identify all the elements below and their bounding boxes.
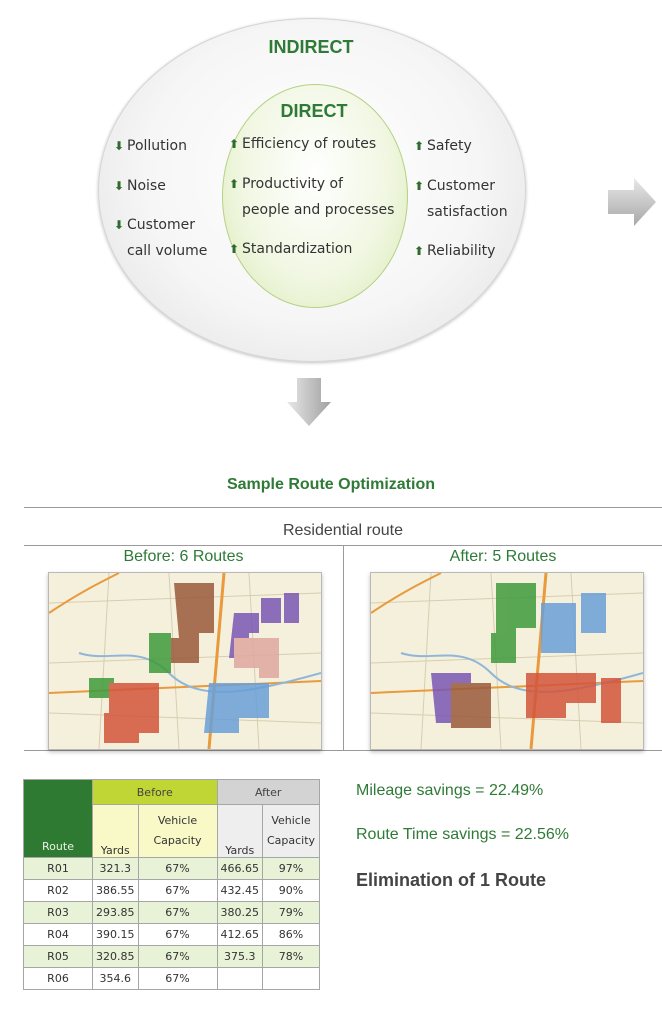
table-cell-b-cap: 67% (137, 923, 218, 946)
table-cell-b-cap: 67% (137, 901, 218, 924)
arrow-right-icon (608, 178, 656, 226)
before-yards-header: Yards (92, 804, 139, 858)
table-cell-a-yards: 412.65 (216, 923, 263, 946)
table-cell-route: R01 (23, 857, 93, 880)
table-cell-b-yards: 293.85 (92, 901, 139, 924)
item-label: Standardization (242, 241, 353, 257)
right-item: ⬆Customer satisfaction (414, 173, 508, 225)
table-cell-a-cap: 86% (262, 923, 320, 946)
arrow-down-icon: ⬇ (114, 139, 125, 153)
route-comparison-table: Route Before After Yards Vehicle Capacit… (23, 779, 320, 990)
before-group-header: Before (92, 779, 218, 805)
arrow-down-icon: ⬇ (114, 218, 125, 232)
item-label: Efficiency of routes (242, 136, 377, 152)
table-cell-a-cap (262, 967, 320, 990)
divider-top (24, 507, 662, 508)
arrow-down-icon: ⬇ (114, 179, 125, 193)
direct-heading: DIRECT (280, 101, 348, 121)
arrow-down-icon (287, 378, 331, 426)
table-cell-a-cap: 79% (262, 901, 320, 924)
divider-middle (24, 545, 662, 546)
table-cell-route: R05 (23, 945, 93, 968)
item-label: Reliability (427, 243, 496, 259)
table-cell-a-cap: 97% (262, 857, 320, 880)
table-cell-b-cap: 67% (137, 857, 218, 880)
table-cell-a-yards: 466.65 (216, 857, 263, 880)
table-cell-a-cap: 90% (262, 879, 320, 902)
table-cell-route: R06 (23, 967, 93, 990)
left-item: ⬇Noise (114, 173, 166, 199)
table-cell-b-yards: 354.6 (92, 967, 139, 990)
arrow-up-icon: ⬆ (229, 137, 240, 151)
route-elimination: Elimination of 1 Route (356, 870, 547, 890)
center-item: ⬆Efficiency of routes (229, 131, 376, 157)
route-time-savings: Route Time savings = 22.56% (356, 826, 570, 843)
item-label: Noise (127, 178, 166, 194)
mileage-savings: Mileage savings = 22.49% (356, 782, 544, 799)
divider-vertical (343, 546, 344, 750)
arrow-up-icon: ⬆ (229, 242, 240, 256)
table-cell-route: R03 (23, 901, 93, 924)
left-item: ⬇Pollution (114, 133, 187, 159)
residential-route-label: Residential route (282, 522, 404, 539)
before-capacity-header: Vehicle Capacity (137, 804, 218, 858)
right-item: ⬆Reliability (414, 238, 495, 264)
center-item: ⬆Standardization (229, 236, 352, 262)
table-cell-route: R04 (23, 923, 93, 946)
indirect-heading: INDIRECT (268, 37, 354, 57)
divider-bottom (24, 750, 662, 751)
table-cell-a-yards (216, 967, 263, 990)
center-item: ⬆Productivity of people and processes (229, 171, 394, 223)
item-label: Productivity of people and processes (242, 176, 395, 218)
after-map-label: After: 5 Routes (449, 548, 557, 565)
table-cell-route: R02 (23, 879, 93, 902)
arrow-up-icon: ⬆ (229, 177, 240, 191)
before-routes-map (48, 572, 322, 750)
table-cell-a-yards: 380.25 (216, 901, 263, 924)
after-routes-map (370, 572, 644, 750)
direct-ellipse (222, 84, 408, 308)
table-cell-a-yards: 432.45 (216, 879, 263, 902)
arrow-up-icon: ⬆ (414, 179, 425, 193)
left-item: ⬇Customer call volume (114, 212, 207, 264)
table-cell-b-yards: 390.15 (92, 923, 139, 946)
table-cell-a-yards: 375.3 (216, 945, 263, 968)
after-group-header: After (216, 779, 320, 805)
before-map-label: Before: 6 Routes (123, 548, 244, 565)
after-yards-header: Yards (216, 804, 263, 858)
arrow-up-icon: ⬆ (414, 139, 425, 153)
table-cell-b-cap: 67% (137, 967, 218, 990)
item-label: Customer satisfaction (427, 178, 508, 220)
route-column-header: Route (23, 779, 93, 858)
table-cell-b-yards: 320.85 (92, 945, 139, 968)
table-cell-b-cap: 67% (137, 945, 218, 968)
table-cell-a-cap: 78% (262, 945, 320, 968)
after-capacity-header: Vehicle Capacity (262, 804, 320, 858)
table-cell-b-yards: 321.3 (92, 857, 139, 880)
item-label: Customer call volume (127, 217, 208, 259)
item-label: Safety (427, 138, 472, 154)
item-label: Pollution (127, 138, 187, 154)
table-cell-b-cap: 67% (137, 879, 218, 902)
table-cell-b-yards: 386.55 (92, 879, 139, 902)
right-item: ⬆Safety (414, 133, 472, 159)
arrow-up-icon: ⬆ (414, 244, 425, 258)
section-title: Sample Route Optimization (226, 476, 435, 493)
